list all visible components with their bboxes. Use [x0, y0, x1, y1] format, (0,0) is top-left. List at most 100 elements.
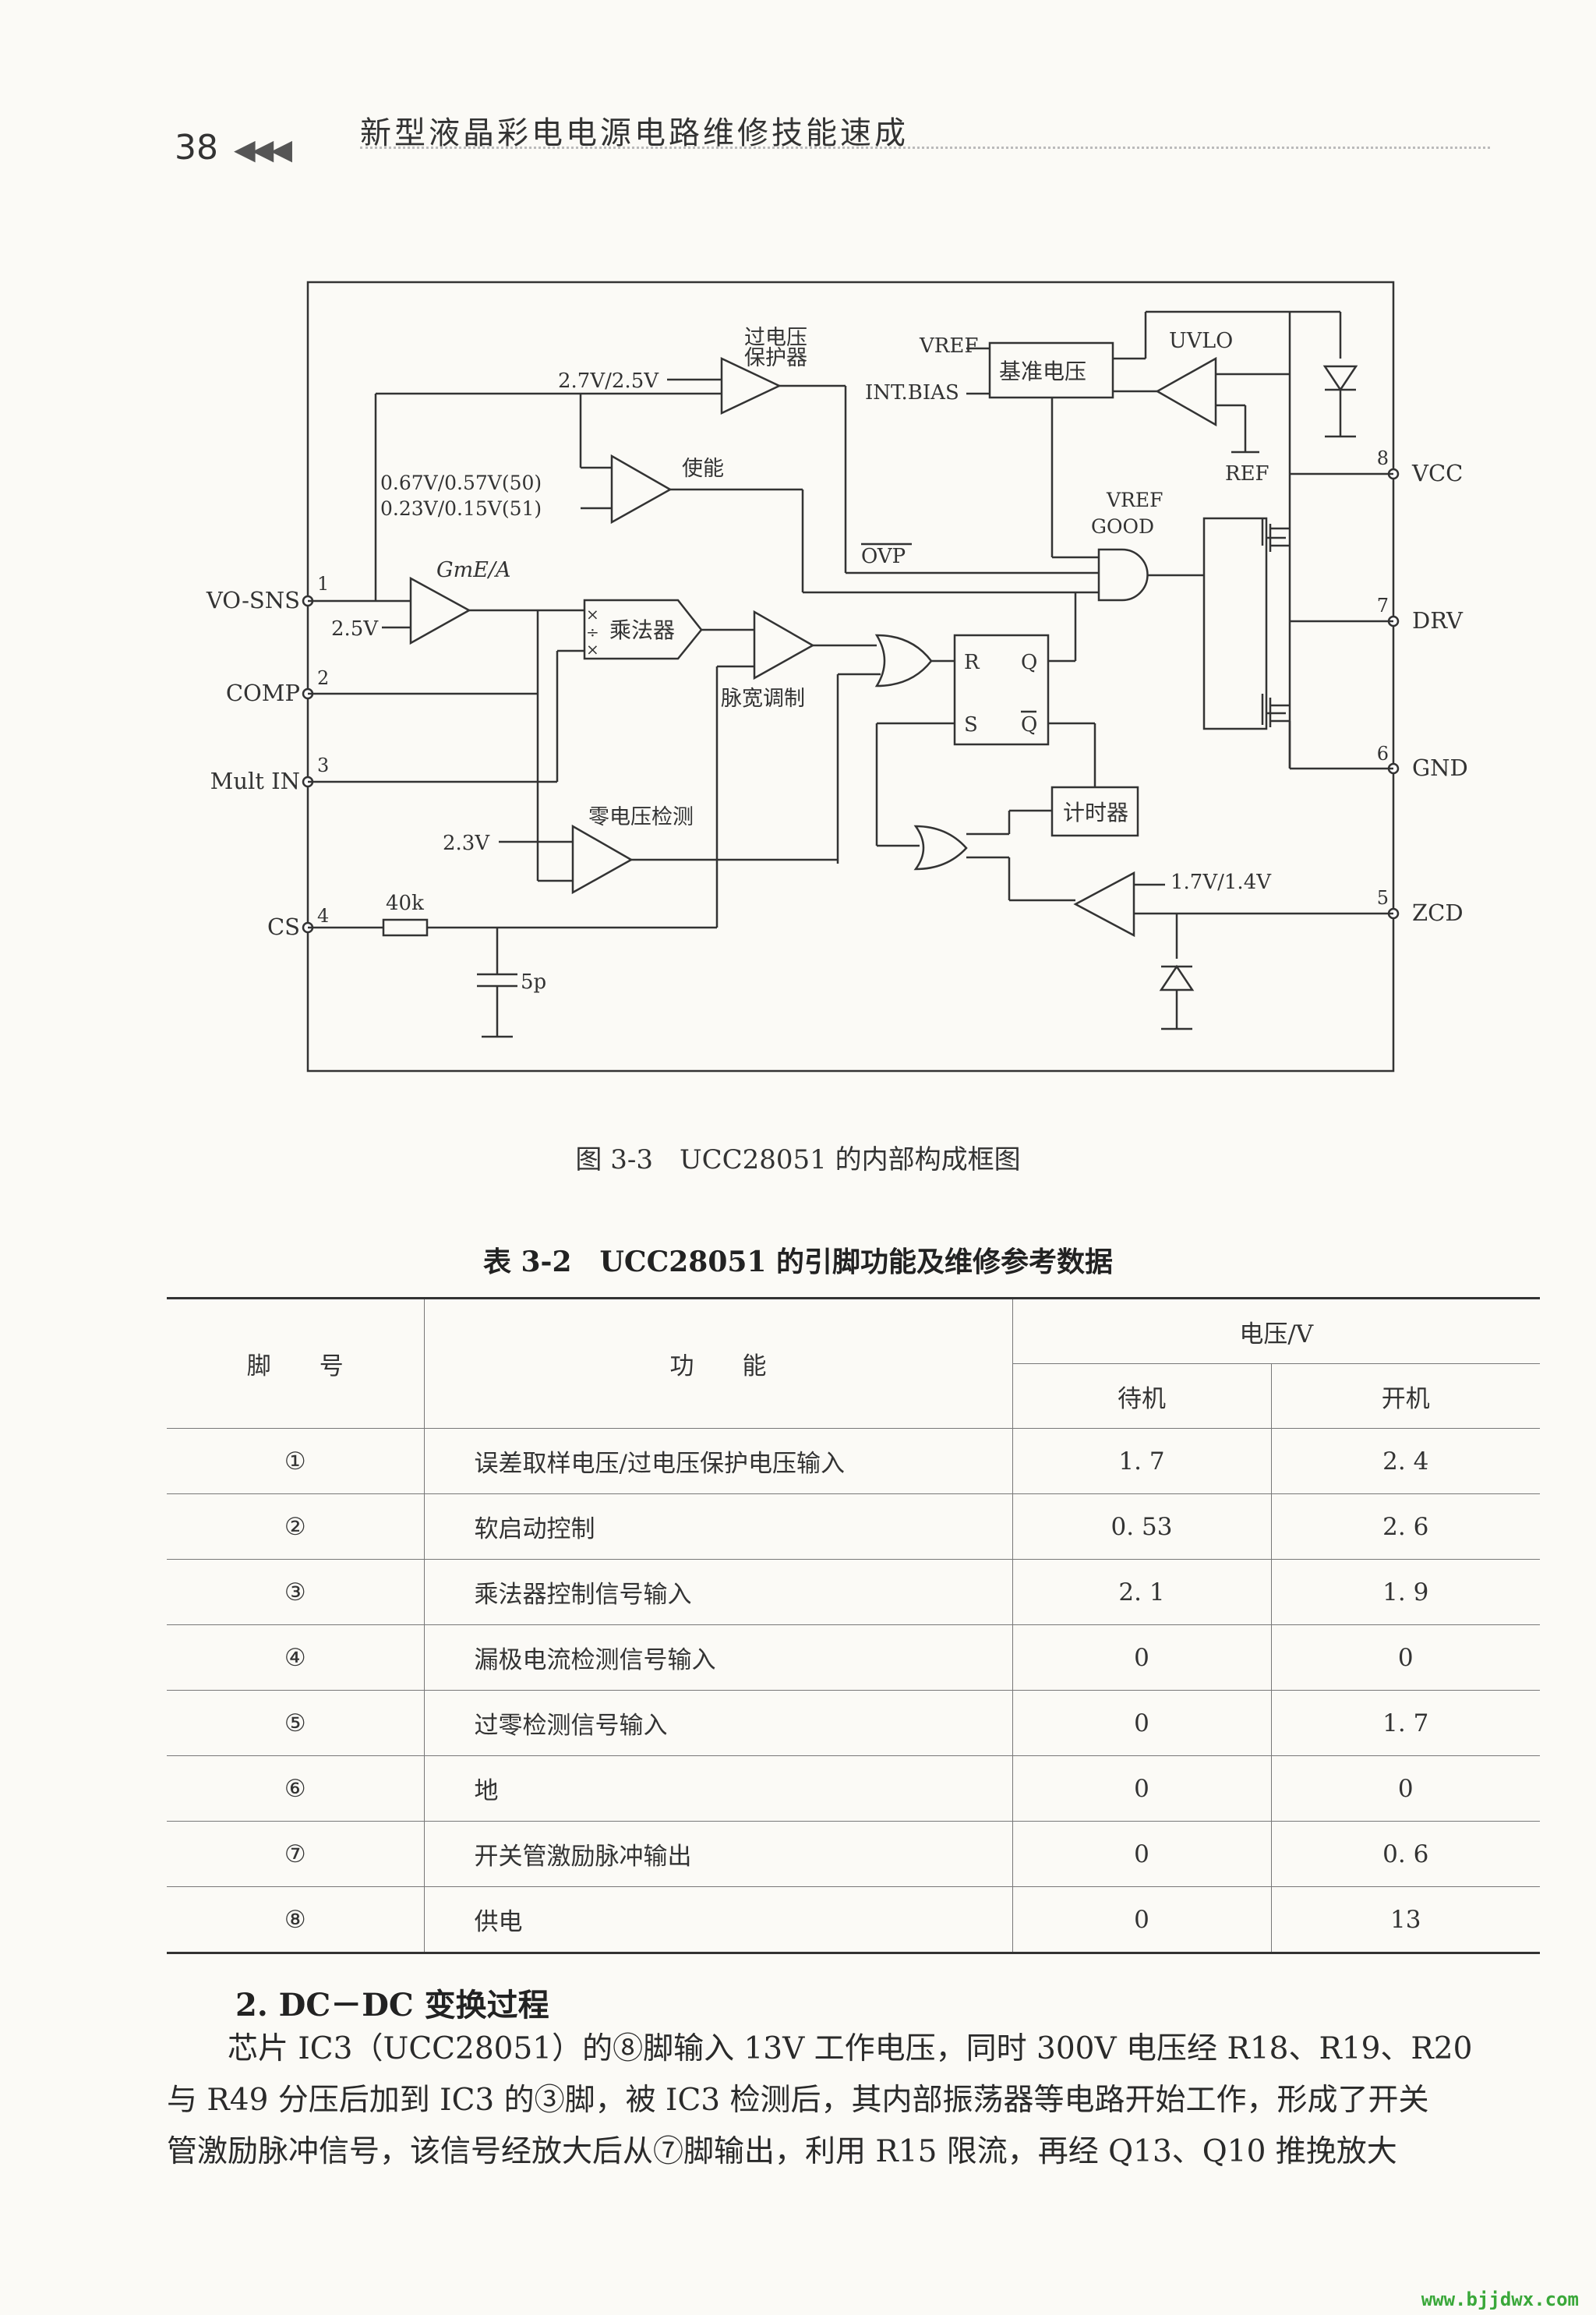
standby-cell: 0 [1012, 1690, 1271, 1756]
table-row: ⑤ 过零检测信号输入 0 1. 7 [167, 1690, 1540, 1756]
pin-4-num: 4 [317, 905, 329, 927]
pin-cell: ① [167, 1428, 424, 1494]
table-row: ⑦ 开关管激励脉冲输出 0 0. 6 [167, 1821, 1540, 1887]
section-heading: 2. DC－DC 变换过程 [235, 1987, 549, 2023]
header-function: 功 能 [423, 1297, 1012, 1429]
figure-caption: 图 3-3 UCC28051 的内部构成框图 [575, 1144, 1021, 1175]
pin-3-name: Mult IN [210, 768, 300, 794]
pin-markers [302, 468, 1400, 934]
enable-threshold-2: 0.23V/0.15V(51) [380, 497, 542, 520]
uvlo-label: UVLO [1169, 329, 1233, 353]
vref-label: VREF [919, 334, 978, 358]
enable-label: 使能 [682, 457, 724, 481]
pin-8-num: 8 [1377, 447, 1389, 469]
table-row: ① 误差取样电压/过电压保护电压输入 1. 7 2. 4 [167, 1428, 1540, 1494]
block-diagram: VO-SNS 1 COMP 2 Mult IN 3 CS 4 ZCD 5 GND… [206, 281, 1468, 1073]
pwm-label: 脉宽调制 [721, 687, 805, 711]
gm-ea-label: GmE/A [436, 558, 510, 582]
or-gate [874, 634, 933, 687]
body-line: 与 R49 分压后加到 IC3 的③脚，被 IC3 检测后，其内部振荡器等电路开… [167, 2083, 1429, 2118]
pin-6-num: 6 [1377, 743, 1389, 765]
function-cell: 软启动控制 [423, 1493, 1012, 1560]
header-standby: 待机 [1012, 1363, 1271, 1429]
function-cell: 地 [423, 1755, 1012, 1822]
header-pin: 脚 号 [167, 1297, 424, 1429]
header-voltage: 电压/V [1012, 1297, 1540, 1364]
ovp-label-1: 过电压 [744, 326, 807, 350]
body-line: 管激励脉冲信号，该信号经放大后从⑦脚输出，利用 R15 限流，再经 Q13、Q1… [167, 2134, 1397, 2169]
watermark: www.bjjdwx.com [1421, 2288, 1579, 2310]
standby-cell: 0 [1012, 1886, 1271, 1954]
or-gate-2 [913, 825, 968, 871]
pin-6-name: GND [1412, 755, 1468, 781]
multiplier-block [583, 599, 703, 660]
standby-cell: 0 [1012, 1755, 1271, 1822]
zcd-threshold: 1.7V/1.4V [1171, 871, 1272, 894]
ff-r: R [964, 651, 980, 674]
pin-2-num: 2 [317, 667, 329, 689]
vref-good-1: VREF [1106, 489, 1163, 511]
pin-function-table: 脚 号 功 能 电压/V 待机 开机 ① 误差取样电压/过电压保护电压输入 1.… [167, 1297, 1540, 1954]
pin-cell: ③ [167, 1559, 424, 1625]
on-cell: 1. 7 [1270, 1690, 1540, 1756]
pin-cell: ⑧ [167, 1886, 424, 1954]
on-cell: 0 [1270, 1755, 1540, 1822]
ff-s: S [964, 713, 978, 737]
pin-5-num: 5 [1377, 887, 1389, 909]
table-row: ③ 乘法器控制信号输入 2. 1 1. 9 [167, 1559, 1540, 1625]
standby-cell: 2. 1 [1012, 1559, 1271, 1625]
function-cell: 漏极电流检测信号输入 [423, 1624, 1012, 1691]
capacitor-label: 5p [521, 970, 546, 994]
mosfet-top-icon [1261, 518, 1290, 552]
function-cell: 过零检测信号输入 [423, 1690, 1012, 1756]
pin-cell: ② [167, 1493, 424, 1560]
pin-5-name: ZCD [1412, 899, 1464, 926]
ovp-label-2: 保护器 [744, 346, 807, 370]
pin-cell: ④ [167, 1624, 424, 1691]
resistor-40k [382, 918, 429, 937]
table-row: ⑥ 地 0 0 [167, 1755, 1540, 1822]
on-cell: 1. 9 [1270, 1559, 1540, 1625]
zener-diode-icon [1322, 365, 1358, 392]
multiplier-label: 乘法器 [609, 617, 675, 643]
pin-7-name: DRV [1412, 607, 1464, 634]
ovp-threshold: 2.7V/2.5V [558, 369, 659, 393]
table-row: ⑧ 供电 0 13 [167, 1886, 1540, 1954]
header-on: 开机 [1270, 1363, 1540, 1429]
function-cell: 开关管激励脉冲输出 [423, 1821, 1012, 1887]
reference-label: 基准电压 [999, 359, 1086, 384]
driver-block [1202, 517, 1268, 730]
ovp-comparator [720, 357, 782, 415]
pwm-comparator [753, 610, 815, 680]
book-title: 新型液晶彩电电源电路维修技能速成 [360, 115, 909, 151]
pin-cell: ⑤ [167, 1690, 424, 1756]
header-arrows-icon: ◀◀◀ [234, 134, 292, 166]
svg-text:×: × [586, 640, 599, 659]
function-cell: 供电 [423, 1886, 1012, 1954]
error-amplifier [409, 576, 471, 645]
int-bias-label: INT.BIAS [865, 381, 959, 405]
table-caption: 表 3-2 UCC28051 的引脚功能及维修参考数据 [482, 1246, 1114, 1278]
enable-threshold-1: 0.67V/0.57V(50) [380, 472, 542, 494]
page-number: 38 [175, 128, 218, 168]
pin-cell: ⑥ [167, 1755, 424, 1822]
standby-cell: 1. 7 [1012, 1428, 1271, 1494]
body-paragraph: 芯片 IC3（UCC28051）的⑧脚输入 13V 工作电压，同时 300V 电… [167, 2023, 1540, 2178]
chip-outline [306, 281, 1395, 1073]
enable-comparator [610, 454, 673, 525]
mosfet-bottom-icon [1261, 694, 1290, 727]
standby-cell: 0 [1012, 1821, 1271, 1887]
zcd-comparator [1073, 871, 1135, 938]
rs-flip-flop [953, 634, 1050, 746]
pin-8-name: VCC [1411, 460, 1463, 486]
zcd-zener-icon [1159, 964, 1195, 991]
body-line: 芯片 IC3（UCC28051）的⑧脚输入 13V 工作电压，同时 300V 电… [167, 2031, 1473, 2066]
zero-detect-comparator [571, 824, 634, 895]
on-cell: 0 [1270, 1624, 1540, 1691]
standby-cell: 0 [1012, 1624, 1271, 1691]
ff-q: Q [1021, 651, 1037, 674]
svg-text:÷: ÷ [586, 623, 599, 641]
table-row: ② 软启动控制 0. 53 2. 6 [167, 1493, 1540, 1560]
table-row: ④ 漏极电流检测信号输入 0 0 [167, 1624, 1540, 1691]
zero-detect-label: 零电压检测 [588, 805, 694, 829]
